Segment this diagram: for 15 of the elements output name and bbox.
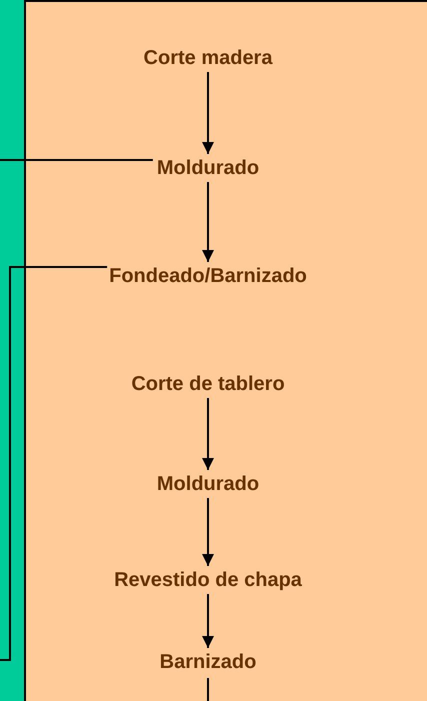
- step-label: Moldurado: [156, 156, 260, 180]
- step-label: Barnizado: [160, 650, 256, 674]
- step-label: Fondeado/Barnizado: [109, 264, 307, 288]
- connector-line: [0, 159, 153, 161]
- arrow: [202, 398, 214, 470]
- step-label: Moldurado: [156, 472, 260, 496]
- arrow: [202, 594, 214, 648]
- arrow: [202, 72, 214, 154]
- arrow: [202, 182, 214, 262]
- arrow: [202, 498, 214, 566]
- step-label: Corte madera: [144, 46, 272, 70]
- connector-line: [207, 678, 209, 701]
- connector-line: [0, 266, 108, 661]
- step-label: Corte de tablero: [131, 372, 285, 396]
- step-label: Revestido de chapa: [114, 568, 302, 592]
